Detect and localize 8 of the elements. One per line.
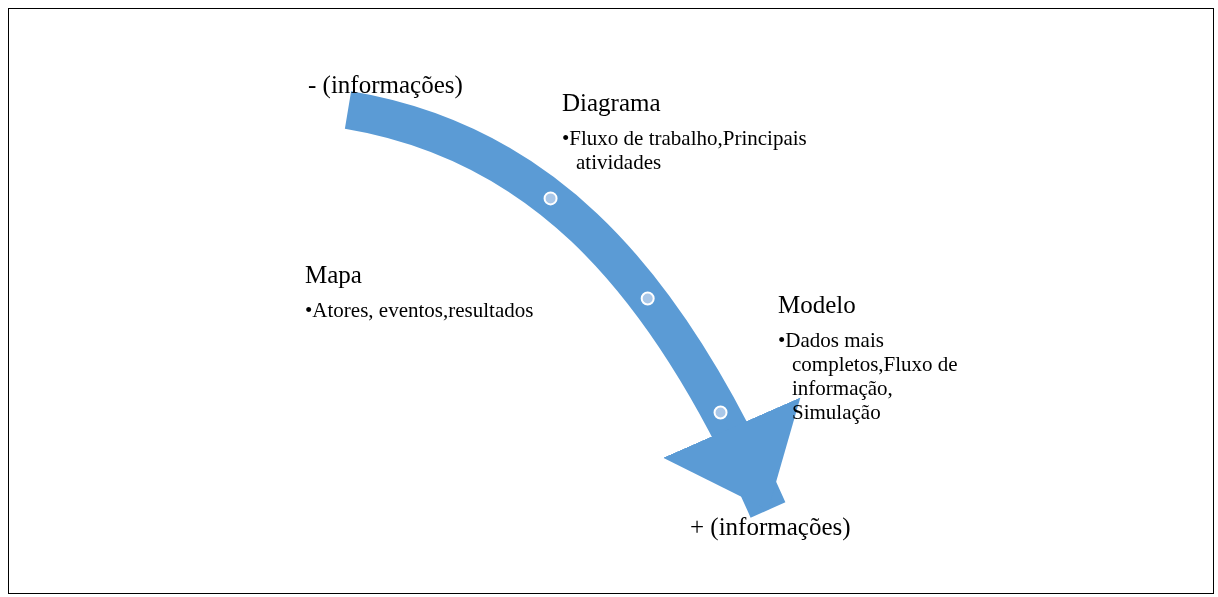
scale-label: + (informações) — [690, 512, 852, 542]
curved-arrow — [344, 91, 798, 519]
bullet-text: •Atores, eventos,resultados — [305, 298, 535, 322]
bullet-text: •Fluxo de trabalho,Principais atividades — [562, 126, 808, 174]
section-heading: Diagrama — [562, 88, 662, 118]
section-heading: Mapa — [305, 260, 363, 290]
section-heading: Modelo — [778, 290, 857, 320]
scale-label: - (informações) — [308, 70, 464, 100]
